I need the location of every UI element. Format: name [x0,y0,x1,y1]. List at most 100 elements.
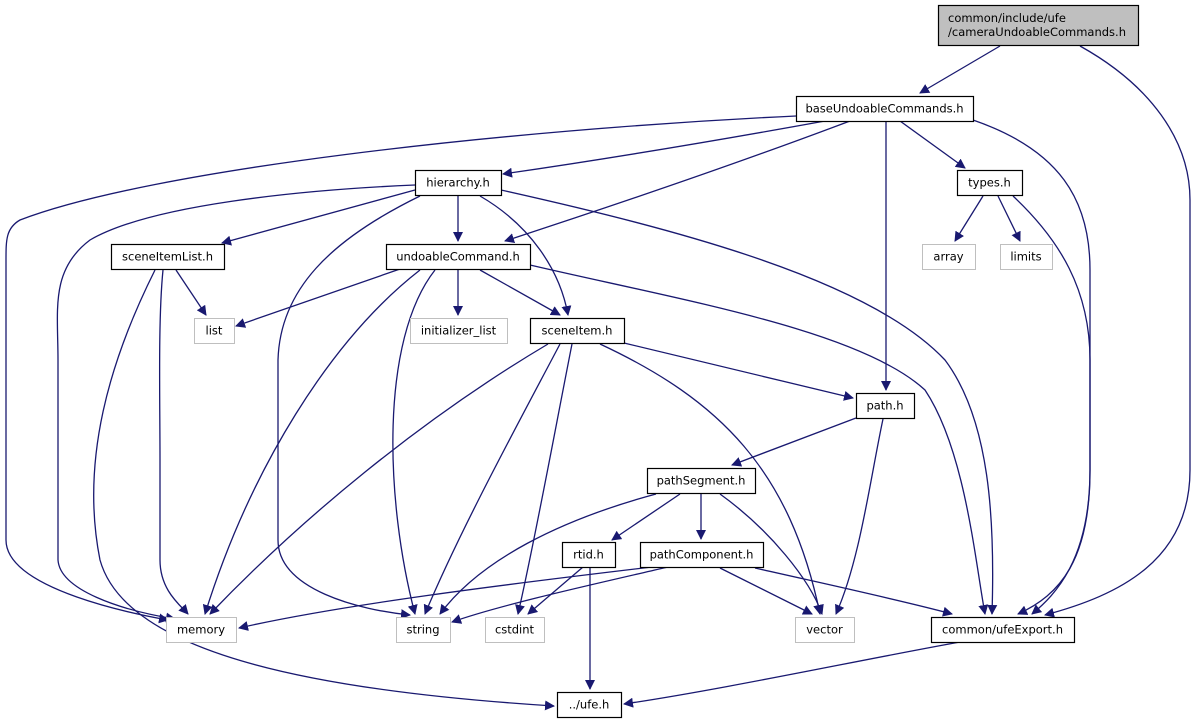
edge-sceneItem-to-path [623,342,854,401]
node-ufeExport[interactable]: common/ufeExport.h [930,616,1076,644]
node-box [410,318,508,344]
node-limits: limits [1000,244,1053,270]
edge-undoableCommand-to-sceneItem [479,269,561,316]
node-label: memory [177,623,225,637]
node-box [166,617,237,643]
node-sceneItemList[interactable]: sceneItemList.h [110,243,226,271]
node-types[interactable]: types.h [956,169,1024,197]
edge-sceneItem-to-vector [599,343,824,615]
node-baseUndoableCommands[interactable]: baseUndoableCommands.h [795,95,975,123]
node-label: cstdint [495,623,535,637]
node-list: list [194,318,235,344]
edge-types-to-array [954,195,984,242]
edges-layer [5,45,1191,711]
node-label: common/include/ufe [948,11,1066,25]
edge-baseUndoableCommands-to-hierarchy [502,120,826,178]
node-string: string [396,617,451,643]
node-label: undoableCommand.h [396,250,520,264]
edge-pathComponent-to-string [451,566,669,624]
node-label: rtid.h [573,548,604,562]
node-box [529,317,626,345]
edge-baseUndoableCommands-to-undoableCommand [504,120,851,243]
edge-sceneItem-to-memory [209,343,549,615]
node-box [937,4,1140,47]
edge-undoableCommand-to-memory [202,269,421,615]
node-label: hierarchy.h [426,176,490,190]
edge-baseUndoableCommands-to-types [899,120,966,169]
edge-undoableCommand-to-string [392,269,436,615]
edge-undoableCommand-to-ufeExport [529,264,989,615]
edge-hierarchy-to-sceneItem [479,195,572,316]
node-box [561,541,617,569]
edge-baseUndoableCommands-to-ufeExport [972,119,1091,615]
node-pathComponent[interactable]: pathComponent.h [639,541,765,569]
node-box [930,616,1076,644]
node-label: vector [806,623,843,637]
node-hierarchy[interactable]: hierarchy.h [414,169,503,197]
node-label: sceneItemList.h [122,250,213,264]
edge-pathSegment-to-vector [719,493,824,615]
edge-types-to-limits [997,195,1021,242]
node-undoableCommand[interactable]: undoableCommand.h [385,243,532,271]
node-sceneItem[interactable]: sceneItem.h [529,317,626,345]
node-label: baseUndoableCommands.h [805,102,963,116]
edge-sceneItemList-to-list [175,269,207,316]
edge-sceneItemList-to-memory [158,269,189,615]
node-cstdint: cstdint [485,617,545,643]
edge-sceneItem-to-string [423,343,561,615]
edge-rtid-to-cstdint [527,566,584,615]
edge-path-to-pathSegment [731,417,857,467]
edge-pathSegment-to-string [439,493,657,615]
edge-hierarchy-to-string [277,195,421,620]
edge-pathSegment-to-rtid [611,493,681,541]
node-memory: memory [166,617,237,643]
node-box [396,617,451,643]
edge-sceneItemList-to-ufe [93,269,555,711]
edge-sceneItem-to-cstdint [515,343,573,615]
node-path[interactable]: path.h [855,392,916,420]
edge-path-to-vector [835,418,884,615]
node-box [1000,244,1053,270]
node-box [385,243,532,271]
node-rtid[interactable]: rtid.h [561,541,617,569]
edge-undoableCommand-to-list [235,268,401,328]
edge-baseUndoableCommands-to-memory [5,115,797,624]
node-label: path.h [866,399,903,413]
node-box [922,244,976,270]
node-box [646,467,757,495]
edge-pathComponent-to-memory [238,566,653,631]
node-box [110,243,226,271]
node-box [194,318,235,344]
node-root[interactable]: common/include/ufe/cameraUndoableCommand… [937,4,1140,47]
node-label: /cameraUndoableCommands.h [948,25,1126,39]
edge-root-to-ufeExport [1044,45,1191,618]
node-array: array [922,244,976,270]
node-vector: vector [795,617,855,643]
node-box [795,95,975,123]
node-label: sceneItem.h [542,324,613,338]
edge-hierarchy-to-sceneItemList [221,189,416,246]
node-box [556,691,623,719]
node-label: pathSegment.h [657,474,746,488]
node-label: common/ufeExport.h [942,623,1063,637]
node-box [855,392,916,420]
edge-ufeExport-to-ufe [623,641,961,708]
node-label: limits [1010,250,1041,264]
node-box [639,541,765,569]
edge-types-to-ufeExport [1012,195,1091,615]
node-ufe[interactable]: ../ufe.h [556,691,623,719]
edge-hierarchy-to-ufeExport [500,189,998,615]
node-label: ../ufe.h [569,698,610,712]
edge-hierarchy-to-memory [56,184,416,623]
node-label: string [406,623,439,637]
node-label: list [206,324,223,338]
node-label: array [933,250,963,264]
node-label: types.h [968,176,1011,190]
node-pathSegment[interactable]: pathSegment.h [646,467,757,495]
node-initializer_list: initializer_list [410,318,508,344]
edge-pathComponent-to-ufeExport [754,567,953,617]
edge-pathComponent-to-vector [719,567,813,615]
node-label: pathComponent.h [650,548,754,562]
edge-root-to-baseUndoableCommands [919,45,1001,94]
